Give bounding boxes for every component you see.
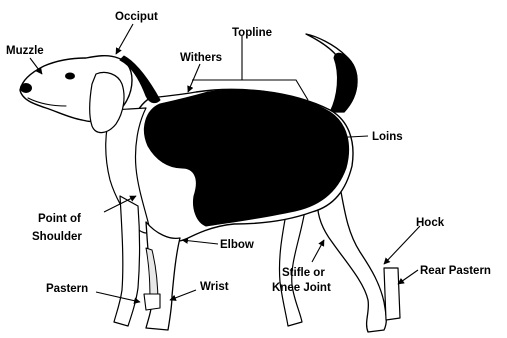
label-point-of-shoulder-2: Shoulder <box>32 231 82 243</box>
label-withers: Withers <box>180 52 222 64</box>
label-hock: Hock <box>416 217 445 229</box>
pointer-hock <box>384 226 420 264</box>
label-elbow: Elbow <box>220 239 254 251</box>
label-rear-pastern: Rear Pastern <box>420 265 491 277</box>
tail-tip-fill <box>330 53 357 112</box>
pointer-withers <box>188 64 200 92</box>
front-leg-far <box>114 196 140 326</box>
pointer-stifle <box>312 240 324 262</box>
label-stifle-2: Knee Joint <box>272 282 331 294</box>
label-topline: Topline <box>232 27 272 39</box>
dog-eye <box>65 73 75 80</box>
pointer-rear-pastern <box>398 270 418 284</box>
label-point-of-shoulder-1: Point of <box>38 213 81 225</box>
label-occiput: Occiput <box>115 11 158 23</box>
dog-nose <box>20 83 32 93</box>
label-muzzle: Muzzle <box>6 45 44 57</box>
pointer-occiput <box>116 24 133 54</box>
label-wrist: Wrist <box>200 281 229 293</box>
label-pastern: Pastern <box>46 283 88 295</box>
rear-pastern-block <box>384 268 400 320</box>
pointer-wrist <box>170 290 196 300</box>
label-loins: Loins <box>372 131 403 143</box>
label-stifle-1: Stifle or <box>282 267 325 279</box>
wrist-block <box>144 294 160 310</box>
pointer-elbow <box>182 240 218 244</box>
